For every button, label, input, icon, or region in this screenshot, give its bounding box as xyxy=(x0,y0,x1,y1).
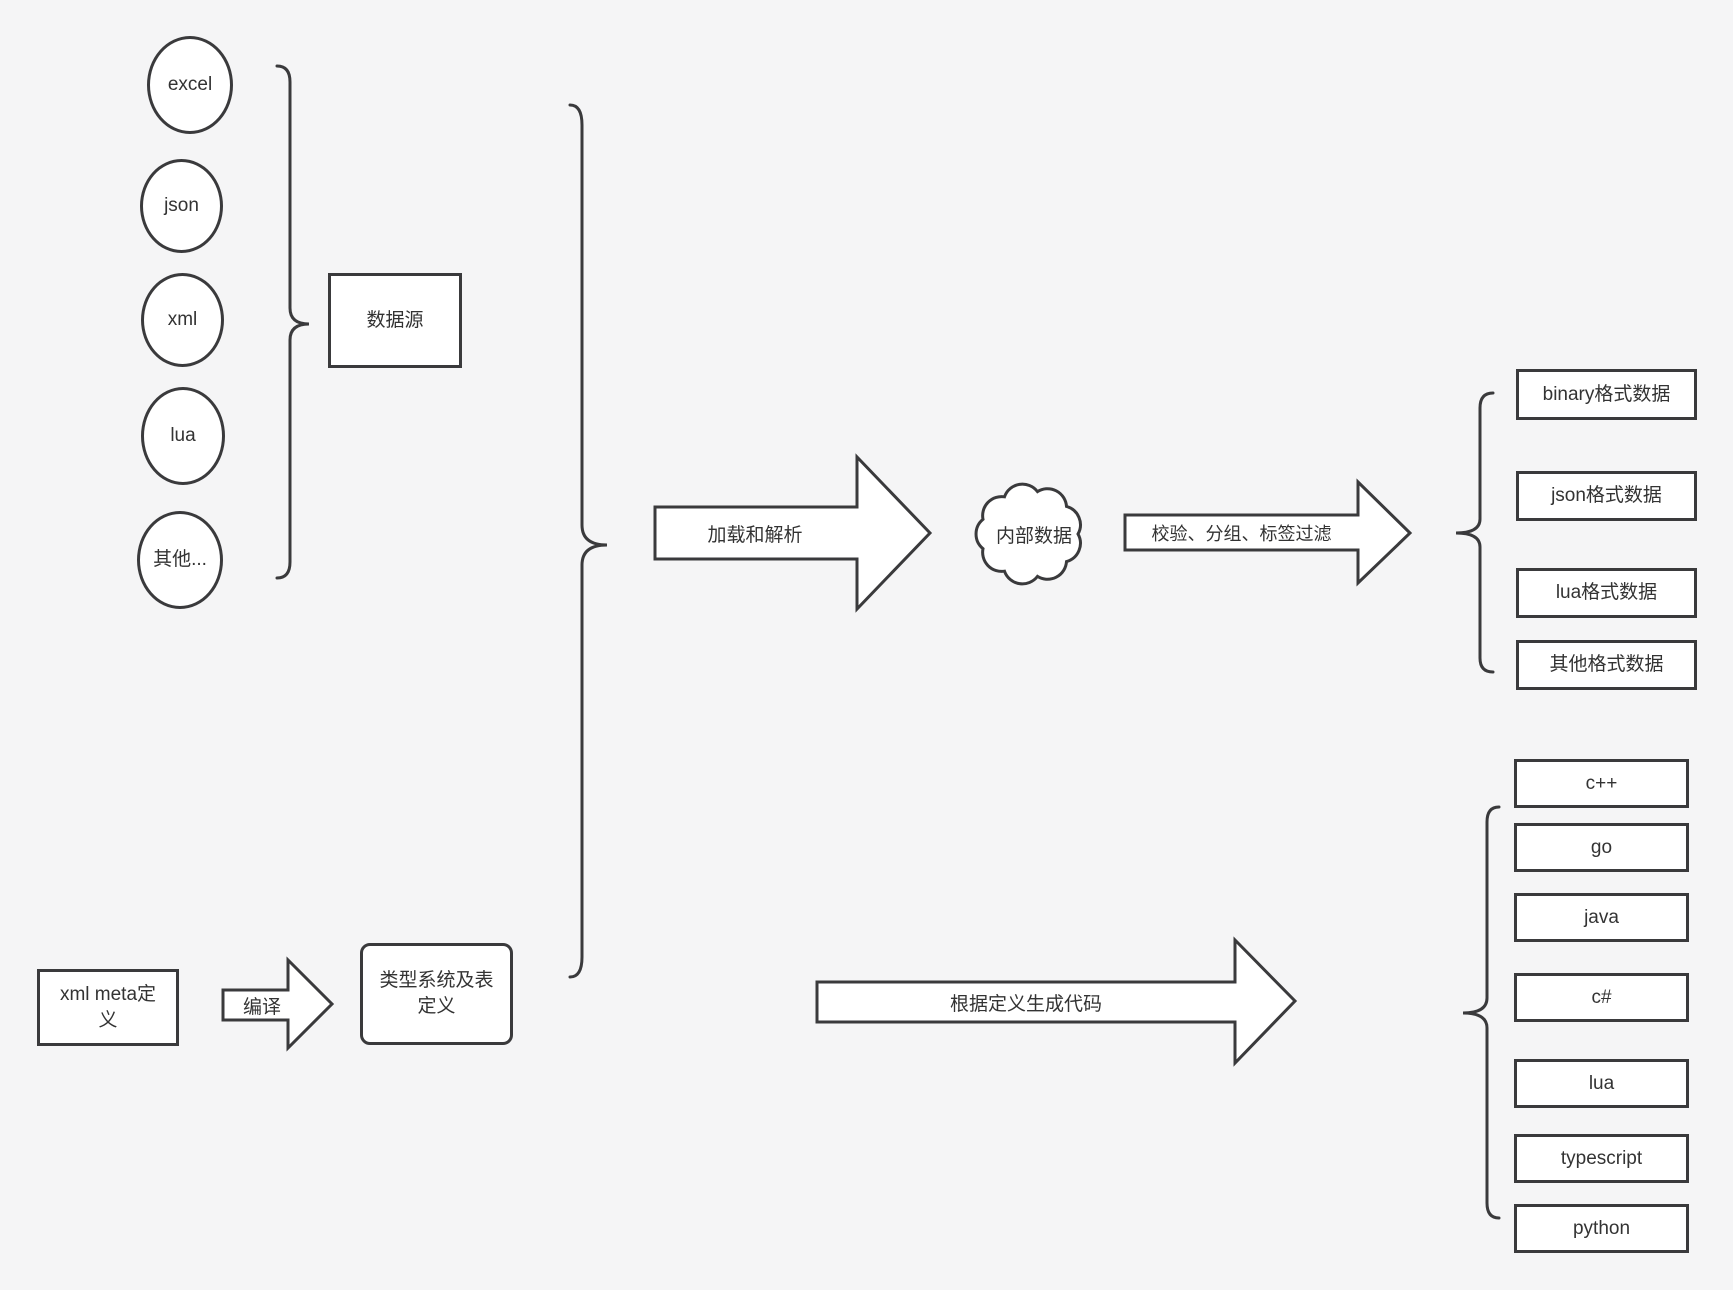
language-label: go xyxy=(1590,836,1613,858)
source-ellipse-excel: excel xyxy=(147,36,233,134)
source-ellipse-json: json xyxy=(140,159,223,253)
source-ellipse-lua: lua xyxy=(141,387,225,485)
source-label: excel xyxy=(167,74,213,96)
language-box-cpp: c++ xyxy=(1514,759,1689,808)
language-box-java: java xyxy=(1514,893,1689,942)
language-label: c++ xyxy=(1585,772,1618,794)
type-system-label: 类型系统及表定义 xyxy=(379,970,494,1017)
xml-meta-label: xml meta定义 xyxy=(59,983,157,1031)
curly-brace-languages xyxy=(1462,805,1501,1220)
language-label: c# xyxy=(1591,986,1612,1008)
source-label: xml xyxy=(167,309,198,331)
curly-brace-formats xyxy=(1455,391,1495,674)
format-box-json: json格式数据 xyxy=(1516,471,1697,521)
language-label: python xyxy=(1572,1217,1631,1239)
data-source-box: 数据源 xyxy=(328,273,462,368)
arrow-codegen-label: 根据定义生成代码 xyxy=(949,993,1102,1015)
format-label: 其他格式数据 xyxy=(1549,654,1664,676)
format-box-other: 其他格式数据 xyxy=(1516,640,1697,690)
format-label: binary格式数据 xyxy=(1542,383,1671,405)
language-label: lua xyxy=(1588,1072,1615,1094)
arrow-codegen xyxy=(815,936,1298,1067)
language-label: typescript xyxy=(1560,1147,1643,1169)
language-box-go: go xyxy=(1514,823,1689,872)
format-label: lua格式数据 xyxy=(1555,582,1658,604)
source-label: 其他... xyxy=(153,549,207,571)
format-label: json格式数据 xyxy=(1551,485,1662,507)
format-box-lua: lua格式数据 xyxy=(1516,568,1697,618)
language-box-typescript: typescript xyxy=(1514,1134,1689,1183)
arrow-load-parse-label: 加载和解析 xyxy=(707,524,803,546)
language-box-python: python xyxy=(1514,1204,1689,1253)
curly-brace-inputs xyxy=(568,103,608,979)
arrow-filter xyxy=(1123,478,1413,587)
xml-meta-box: xml meta定义 xyxy=(37,969,179,1046)
language-box-lua: lua xyxy=(1514,1059,1689,1108)
arrow-filter-label: 校验、分组、标签过滤 xyxy=(1151,524,1332,544)
type-system-box: 类型系统及表定义 xyxy=(360,943,513,1045)
arrow-compile-label: 编译 xyxy=(242,996,281,1018)
cloud-internal-data xyxy=(974,482,1082,586)
language-box-csharp: c# xyxy=(1514,973,1689,1022)
data-source-label: 数据源 xyxy=(366,309,424,331)
format-box-binary: binary格式数据 xyxy=(1516,369,1697,420)
source-ellipse-other: 其他... xyxy=(137,511,223,609)
source-ellipse-xml: xml xyxy=(141,273,224,367)
arrow-load-parse xyxy=(653,453,933,613)
language-label: java xyxy=(1584,906,1619,928)
cloud-internal-data-label: 内部数据 xyxy=(995,525,1072,547)
source-label: lua xyxy=(170,425,196,447)
curly-brace-sources xyxy=(275,64,310,580)
source-label: json xyxy=(164,195,199,217)
arrow-compile xyxy=(221,956,335,1052)
